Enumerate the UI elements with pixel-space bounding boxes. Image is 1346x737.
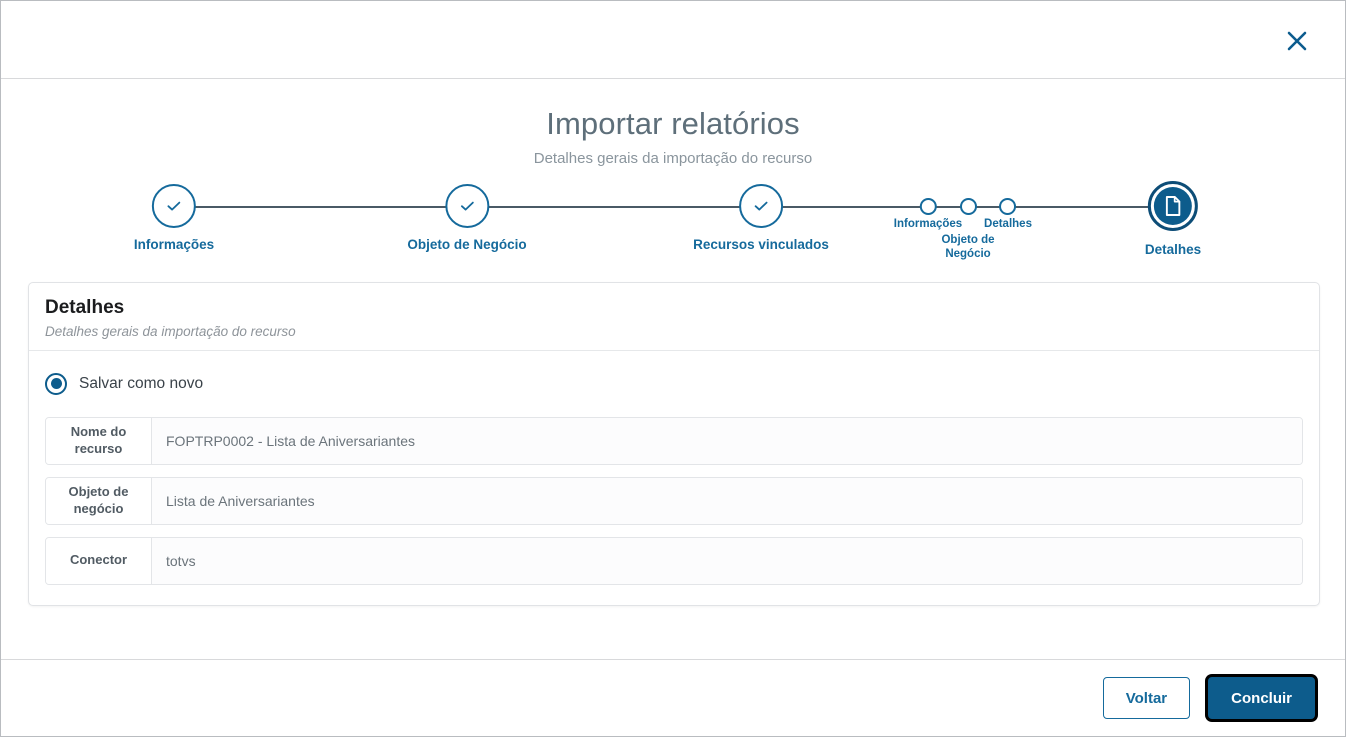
step-dot-icon (959, 198, 977, 216)
check-icon (444, 184, 489, 229)
field-value[interactable]: Lista de Aniversariantes (152, 477, 1302, 524)
step-objeto-de-negocio[interactable]: Objeto de Negócio (407, 181, 527, 253)
step-label: Informações (133, 237, 215, 253)
step-label: Detalhes (984, 218, 1032, 231)
step-label: Objeto de Negócio (941, 234, 995, 261)
details-card-subtitle: Detalhes gerais da importação do recurso (45, 323, 296, 339)
field-nome-do-recurso: Nome do recurso FOPTRP0002 - Lista de An… (45, 416, 1303, 465)
field-label: Objeto de negócio (46, 477, 152, 524)
document-glyph (1166, 196, 1181, 217)
step-label: Detalhes (1144, 242, 1202, 258)
close-icon[interactable] (1279, 23, 1315, 59)
step-dot-icon (999, 198, 1017, 216)
step-recursos-vinculados[interactable]: Recursos vinculados (693, 181, 829, 252)
dialog-titlebar (1, 1, 1345, 79)
back-button[interactable]: Voltar (1102, 677, 1191, 719)
step-label: Objeto de Negócio (407, 237, 527, 253)
step-label: Recursos vinculados (693, 237, 829, 253)
field-value[interactable]: FOPTRP0002 - Lista de Aniversariantes (152, 417, 1302, 464)
step-mini-detalhes[interactable]: Detalhes (984, 181, 1032, 230)
page-title: Importar relatórios (546, 106, 800, 141)
radio-dot (50, 378, 62, 390)
radio-label: Salvar como novo (79, 374, 204, 392)
finish-button[interactable]: Concluir (1208, 677, 1315, 719)
step-mini-informacoes[interactable]: Informações (894, 181, 962, 230)
radio-icon[interactable] (45, 372, 67, 395)
field-conector: Conector totvs (45, 536, 1303, 585)
page-subtitle: Detalhes gerais da importação do recurso (533, 150, 813, 168)
check-icon (152, 184, 196, 229)
check-icon (739, 184, 783, 229)
stepper: Informações Objeto de Negócio Recursos v… (1, 181, 1345, 277)
details-card: Detalhes Detalhes gerais da importação d… (28, 282, 1320, 606)
step-informacoes[interactable]: Informações (134, 181, 214, 252)
step-label: Informações (893, 218, 963, 231)
dialog-footer: Voltar Concluir (1, 659, 1345, 736)
details-card-header: Detalhes Detalhes gerais da importação d… (29, 283, 1319, 351)
details-card-title: Detalhes (45, 297, 125, 318)
stepper-connector-line (174, 206, 1172, 209)
dialog-header: Importar relatórios Detalhes gerais da i… (1, 79, 1345, 167)
step-dot-icon (919, 198, 937, 216)
close-glyph (1287, 31, 1307, 51)
field-label: Nome do recurso (46, 417, 152, 464)
document-icon (1154, 187, 1192, 226)
field-label: Conector (46, 537, 152, 584)
step-mini-objeto-de-negocio[interactable]: Objeto de Negócio (931, 181, 1005, 262)
field-objeto-de-negocio: Objeto de negócio Lista de Aniversariant… (45, 476, 1303, 525)
active-step-ring (1148, 181, 1198, 232)
step-detalhes-active[interactable]: Detalhes (1145, 181, 1201, 257)
field-value[interactable]: totvs (152, 537, 1302, 584)
radio-salvar-como-novo[interactable]: Salvar como novo (45, 372, 1303, 395)
details-card-body: Salvar como novo Nome do recurso FOPTRP0… (29, 351, 1319, 605)
